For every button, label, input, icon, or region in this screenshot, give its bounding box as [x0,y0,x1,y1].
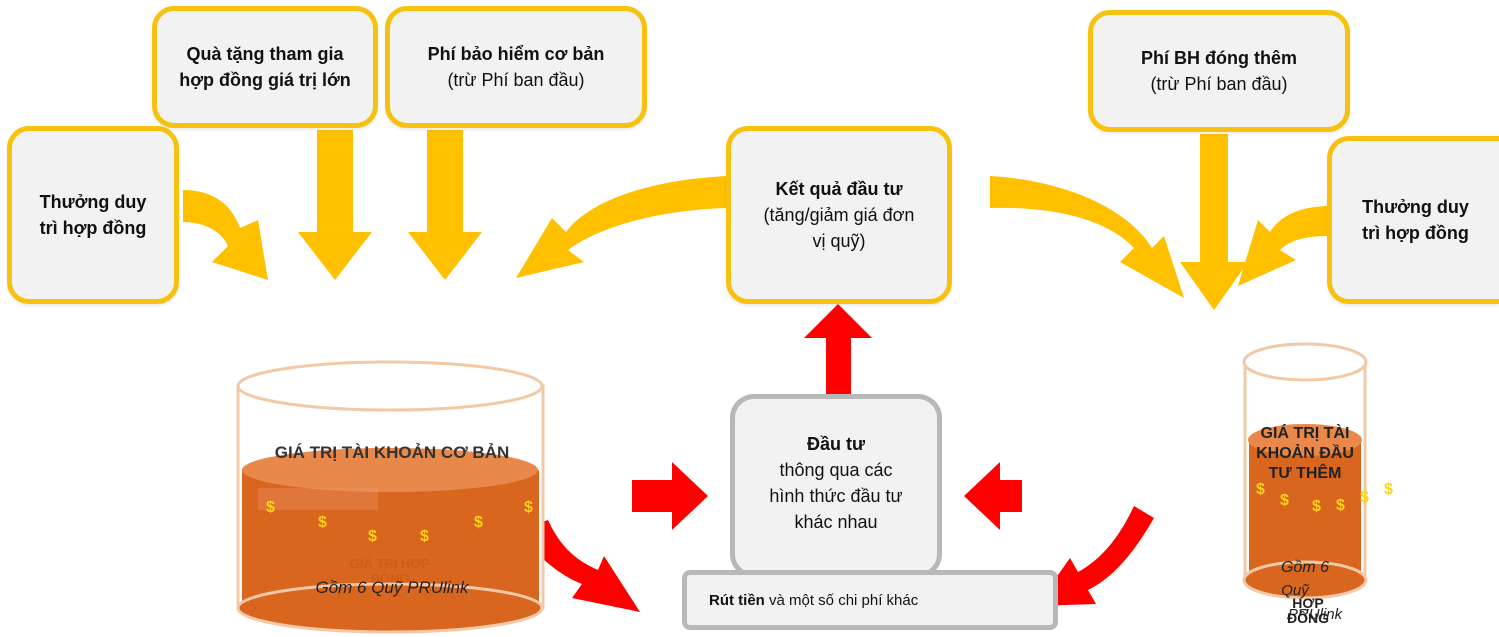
bonus-right-label: Thưởng duy trì hợp đồng [1362,196,1469,243]
dollar-sign: $ [420,528,429,545]
extra-premium-sub: (trừ Phí ban đầu) [1150,74,1288,94]
dollar-sign: $ [318,514,327,531]
box-extra-premium: Phí BH đóng thêm (trừ Phí ban đầu) [1088,10,1350,132]
invest-result-sub: (tăng/giảm giá đơn vị quỹ) [763,204,915,252]
dollar-sign: $ [1384,481,1393,498]
tank-right-ghost: HỢP ĐỒNG [1287,595,1329,626]
withdraw-text: Rút tiền và một số chi phí khác [709,592,918,609]
arrow-result-left-curve [516,176,727,278]
invest-title: Đầu tư [806,433,866,454]
bonus-left-label: Thưởng duy trì hợp đồng [39,191,147,238]
dollar-sign: $ [524,499,533,516]
arrow-gift-down [298,130,372,280]
dollar-sign: $ [368,528,377,545]
arrow-bonus-right-curve [1238,206,1330,286]
dollar-sign: $ [1312,498,1321,515]
tank-left-label: GIÁ TRỊ TÀI KHOẢN CƠ BẢN [274,443,510,462]
arrow-left-tank-to-withdraw [518,520,640,612]
withdraw-bold: Rút tiền [709,591,765,609]
arrow-bonus-left-curve [183,190,268,280]
arrow-left-tank-to-invest [632,462,708,530]
dollar-signs-right: $ $ $ $ $ $ [1256,481,1393,515]
box-invest: Đầu tư thông qua các hình thức đầu tư kh… [730,394,942,578]
extra-premium-title: Phí BH đóng thêm [1141,47,1297,68]
box-invest-result: Kết quả đầu tư (tăng/giảm giá đơn vị quỹ… [726,126,952,304]
dollar-signs-left: $ $ $ $ $ $ [266,499,533,545]
box-gift: Quà tặng tham gia hợp đồng giá trị lớn [152,6,378,128]
tank-left-note: Gồm 6 Quỹ PRUlink [315,578,469,597]
base-premium-title: Phí bảo hiểm cơ bản [427,43,605,64]
dollar-sign: $ [1280,492,1289,509]
gift-label: Quà tặng tham gia hợp đồng giá trị lớn [179,43,351,90]
tank-left-ghost: GIÁ TRỊ HỢP ĐỒNG [349,556,431,586]
arrow-result-right-curve [990,176,1184,298]
invest-body: thông qua các hình thức đầu tư khác nhau [769,459,903,533]
arrow-up-to-result [804,304,872,400]
dollar-sign: $ [1360,489,1369,506]
tank-right-note-c: PRUlink [1287,606,1343,623]
arrow-right-tank-to-withdraw [1036,506,1154,606]
withdraw-rest: và một số chi phí khác [764,591,919,609]
invest-result-title: Kết quả đầu tư [775,178,903,199]
base-premium-sub: (trừ Phí ban đầu) [447,70,585,90]
box-base-premium: Phí bảo hiểm cơ bản (trừ Phí ban đầu) [385,6,647,128]
box-withdraw: Rút tiền và một số chi phí khác [682,570,1058,630]
tank-right-note-b: Quỹ [1281,582,1309,599]
tank-right-label: GIÁ TRỊ TÀI KHOẢN ĐẦU TƯ THÊM [1256,425,1354,482]
box-bonus-left: Thưởng duy trì hợp đồng [7,126,179,304]
dollar-sign: $ [1336,497,1345,514]
dollar-sign: $ [1256,481,1265,498]
box-bonus-right: Thưởng duy trì hợp đồng [1327,136,1499,304]
tank-right-note-a: Gồm 6 [1280,559,1329,576]
dollar-sign: $ [474,514,483,531]
arrow-extra-premium-down [1180,134,1248,310]
dollar-sign: $ [266,499,275,516]
arrow-premium-down [408,130,482,280]
arrow-right-tank-to-invest [964,462,1022,530]
tank-right [1242,342,1368,600]
tank-left [236,360,545,634]
